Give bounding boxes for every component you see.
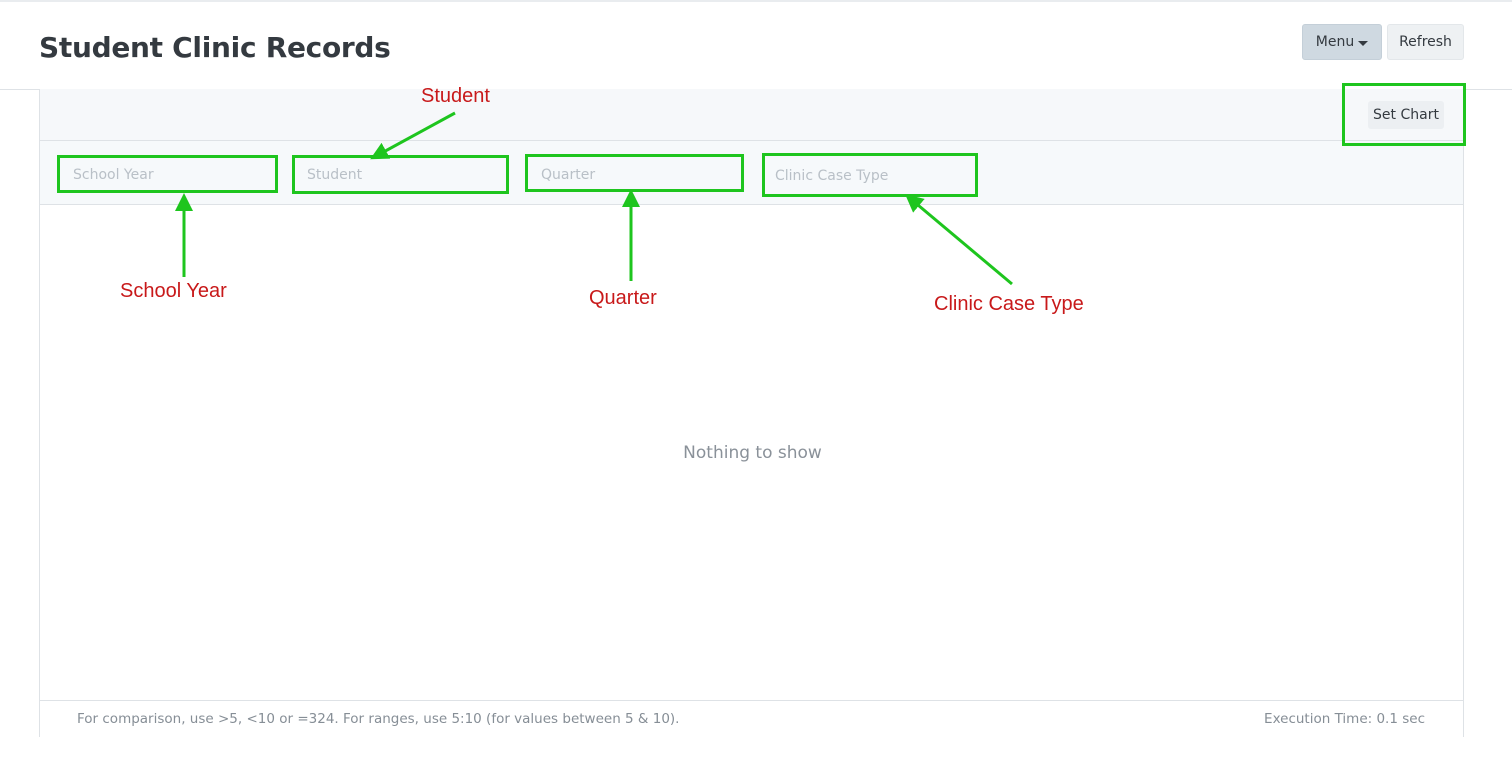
caret-down-icon [1358, 40, 1369, 46]
set-chart-highlight-box [1342, 83, 1466, 146]
school-year-annotation-label: School Year [120, 280, 227, 302]
grid-footer: For comparison, use >5, <10 or =324. For… [40, 700, 1463, 737]
execution-time-text: Execution Time: 0.1 sec [1264, 711, 1425, 727]
student-highlight-box [292, 155, 509, 194]
filter-hint-text: For comparison, use >5, <10 or =324. For… [77, 711, 680, 727]
menu-button[interactable]: Menu [1302, 24, 1382, 60]
clinic-case-type-highlight-box [762, 153, 978, 197]
grid-toolbar: Set Chart [40, 89, 1463, 141]
page-header: Student Clinic Records Menu Refresh [0, 2, 1512, 90]
school-year-filter-input[interactable] [61, 159, 277, 191]
page-title: Student Clinic Records [39, 31, 391, 64]
school-year-highlight-box [57, 155, 278, 193]
menu-button-label: Menu [1315, 34, 1355, 50]
clinic-case-type-annotation-label: Clinic Case Type [934, 293, 1084, 315]
quarter-annotation-label: Quarter [589, 287, 657, 309]
set-chart-button[interactable]: Set Chart [1368, 101, 1444, 129]
records-panel: Set Chart Nothing to show For comparison… [39, 89, 1464, 737]
student-annotation-label: Student [421, 85, 490, 107]
refresh-button[interactable]: Refresh [1387, 24, 1464, 60]
quarter-highlight-box [525, 154, 744, 192]
set-chart-label: Set Chart [1373, 107, 1439, 123]
quarter-filter-input[interactable] [529, 159, 743, 191]
top-divider [0, 0, 1512, 2]
empty-state-message: Nothing to show [683, 443, 822, 463]
clinic-case-type-filter-input[interactable] [763, 160, 975, 192]
student-filter-input[interactable] [295, 159, 508, 191]
refresh-button-label: Refresh [1399, 34, 1452, 50]
